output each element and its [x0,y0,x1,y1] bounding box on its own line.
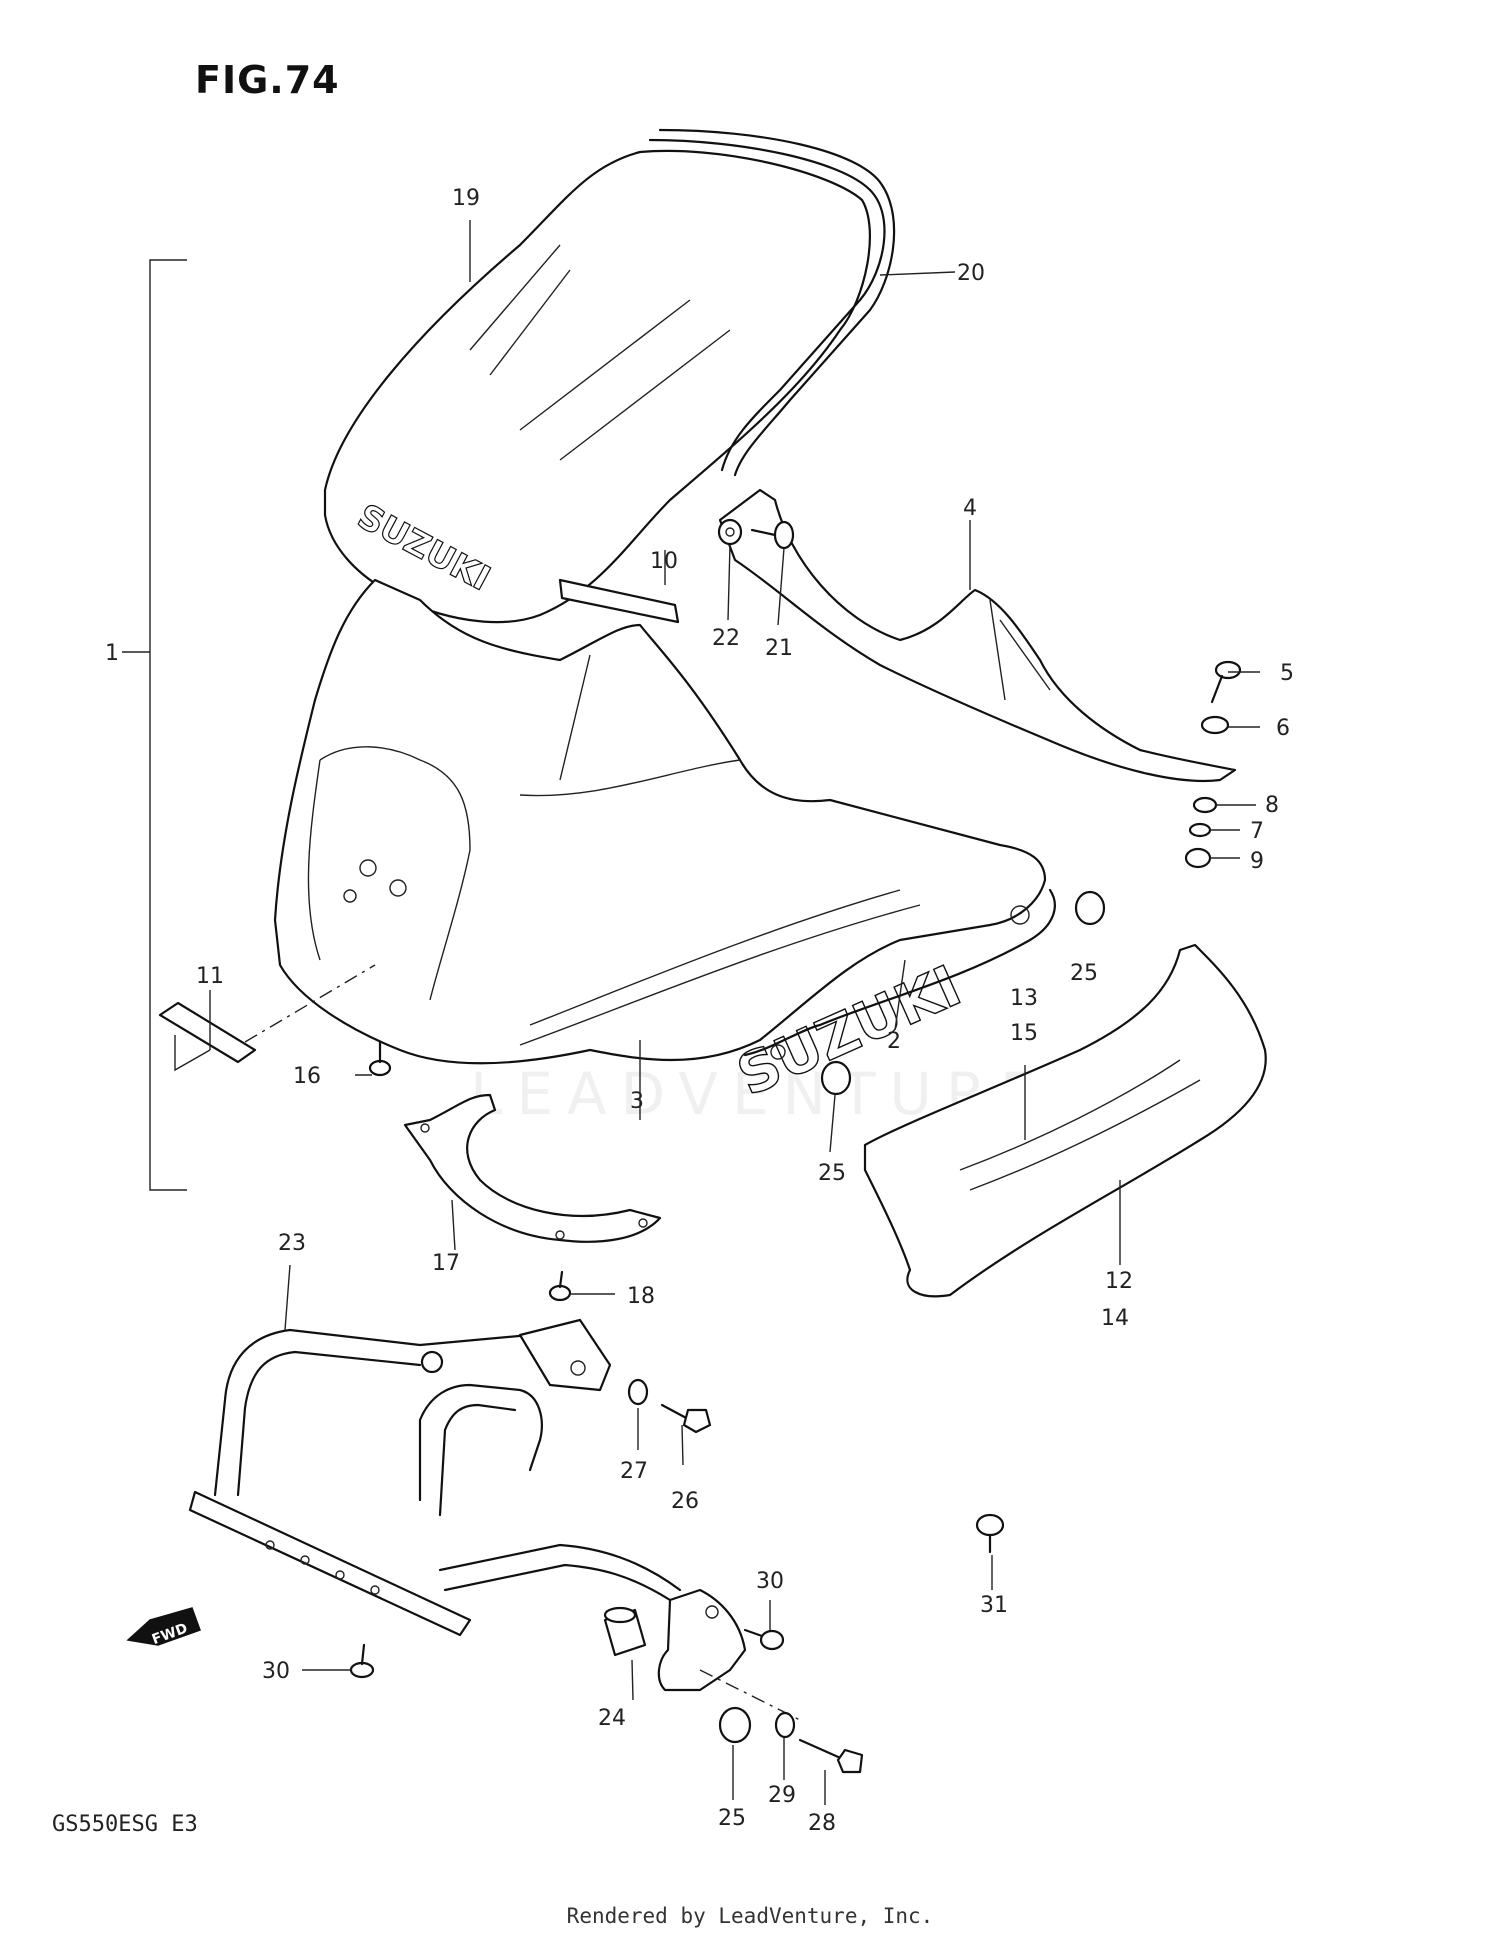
callout-27: 27 [620,1459,648,1484]
callout-12: 12 [1105,1269,1133,1294]
callout-25-lower: 25 [718,1806,746,1831]
nut-9 [1184,847,1212,869]
screw-30-right [743,1628,785,1651]
washer-7 [1188,822,1212,838]
callout-30-left: 30 [262,1659,290,1684]
bolt-28 [798,1738,864,1774]
callout-26: 26 [671,1489,699,1514]
callout-31: 31 [980,1593,1008,1618]
leader-lines [209,220,1260,1805]
washer-6 [1200,715,1230,735]
screw-16 [368,1040,392,1077]
fairing-inner-frame [743,888,1056,1060]
grommet-25-upper [1074,890,1106,926]
callout-28: 28 [808,1811,836,1836]
model-code: GS550ESG E3 [52,1812,198,1837]
stay-bracket [558,578,680,624]
callout-3: 3 [630,1089,644,1114]
inner-side-panel [718,488,1237,783]
callout-4: 4 [963,496,977,521]
screw-5 [1210,660,1242,704]
callout-22: 22 [712,626,740,651]
callout-23: 23 [278,1231,306,1256]
washer-29 [774,1711,796,1739]
grommet-25-middle [820,1060,852,1096]
callout-9: 9 [1250,849,1264,874]
washer-8 [1192,796,1218,814]
callout-13: 13 [1010,986,1038,1011]
screw-18 [548,1270,572,1302]
windshield-trim [648,128,896,477]
washer-27 [627,1378,649,1406]
mount-bracket [657,1588,801,1721]
grommet-25-lower [718,1706,752,1744]
callout-11: 11 [196,964,224,989]
callout-30-right: 30 [756,1569,784,1594]
callout-15: 15 [1010,1021,1038,1046]
screw-30-left [349,1643,375,1679]
brace-frame [188,1318,682,1637]
callout-18: 18 [627,1284,655,1309]
callout-1: 1 [105,641,119,666]
callout-24: 24 [598,1706,626,1731]
callout-5: 5 [1280,661,1294,686]
callout-2: 2 [887,1029,901,1054]
under-cowling [863,943,1267,1298]
footer-credit: Rendered by LeadVenture, Inc. [566,1904,934,1928]
plate-11 [158,964,376,1072]
callout-6: 6 [1276,716,1290,741]
lower-bracket-17 [403,1093,662,1243]
callout-14: 14 [1101,1306,1129,1331]
figure-title: FIG.74 [195,58,340,102]
clip-31 [975,1513,1005,1554]
callout-19: 19 [452,186,480,211]
bolt-26 [660,1403,712,1434]
callout-8: 8 [1265,793,1279,818]
callouts: 1 2 3 4 5 6 7 8 9 10 11 12 13 14 15 16 1… [105,186,1294,1836]
callout-16: 16 [293,1064,321,1089]
callout-21: 21 [765,636,793,661]
callout-25-middle: 25 [818,1161,846,1186]
callout-20: 20 [957,261,985,286]
callout-25-upper: 25 [1070,961,1098,986]
nut-22 [717,518,743,546]
assembly-bracket [122,259,187,1191]
callout-29: 29 [768,1783,796,1808]
callout-17: 17 [432,1251,460,1276]
callout-7: 7 [1250,819,1264,844]
callout-10: 10 [650,549,678,574]
forward-direction-icon: FWD [126,1607,201,1648]
spacer-24 [603,1606,647,1657]
